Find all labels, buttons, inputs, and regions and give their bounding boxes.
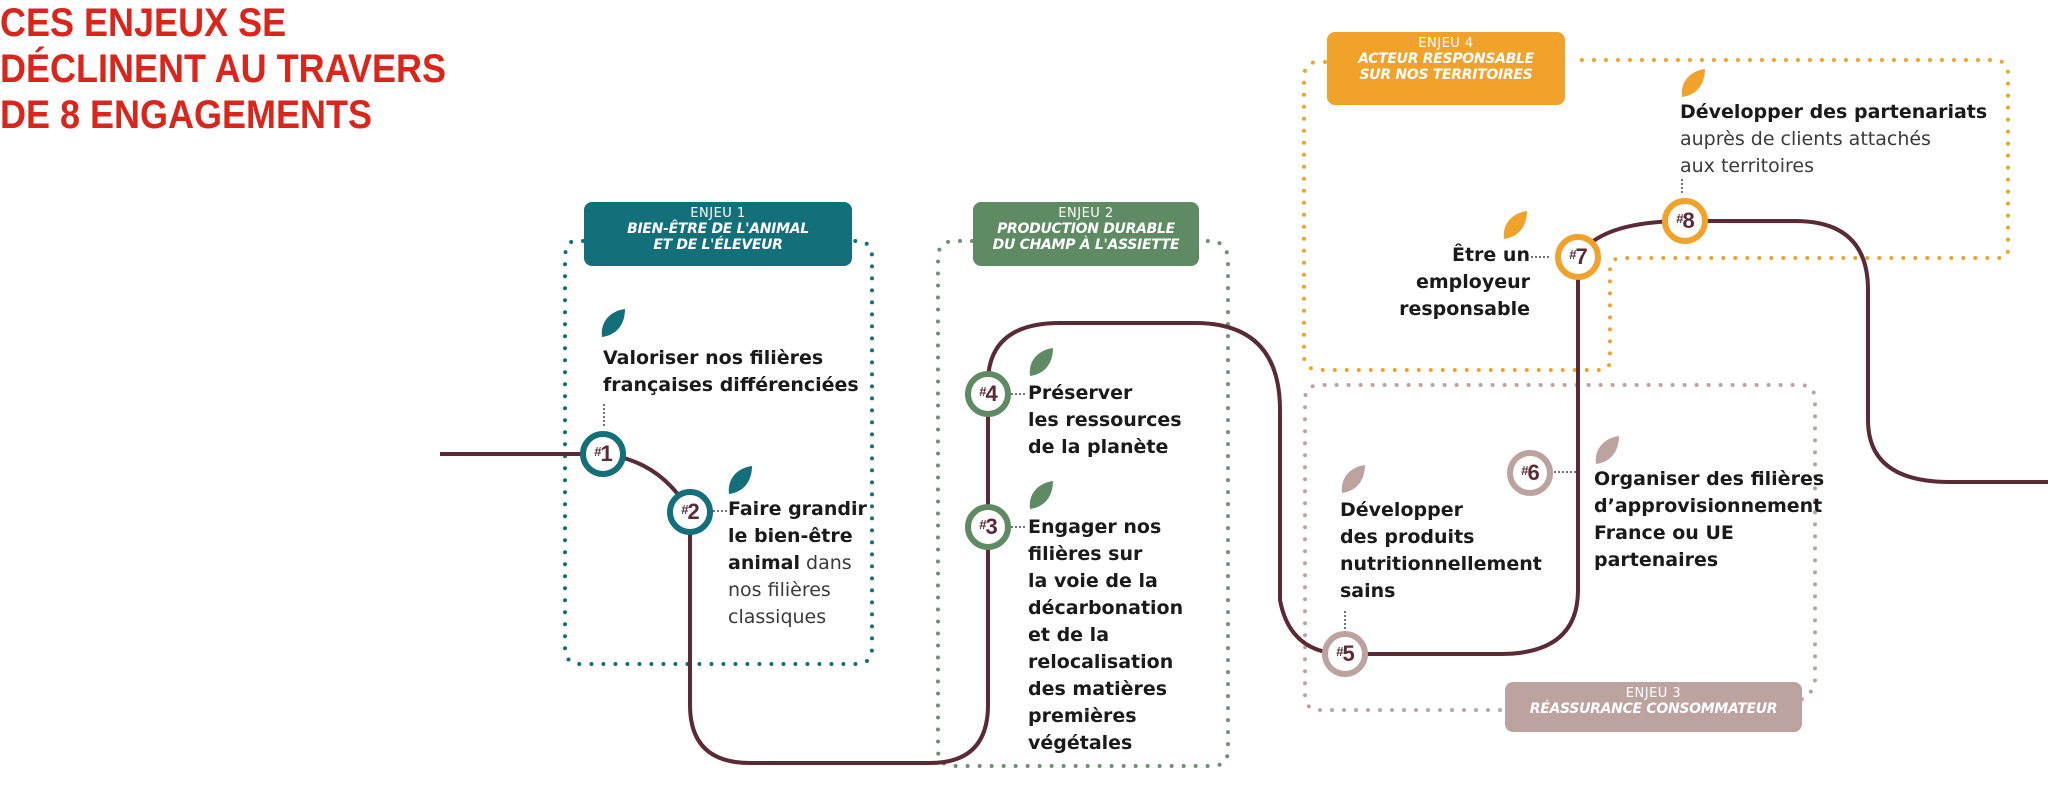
node-number: 2 [687,499,699,524]
text-line: la voie de la [1028,570,1158,592]
engagement-node-2[interactable]: #2 [667,489,713,535]
text-line: Développer des partenariats [1680,101,1988,123]
node-number: 1 [600,441,612,466]
text-line: aux territoires [1680,155,1815,177]
text-line: auprès de clients attachés [1680,128,1931,150]
text-line: Développer [1340,499,1463,521]
engagement-6-text: Organiser des filières d’approvisionneme… [1594,466,1824,574]
text-line: employeur [1415,271,1530,293]
text-line: Préserver [1028,382,1133,404]
enjeu-number: ENJEU 2 [1058,206,1114,221]
leaf-icon [1681,69,1705,97]
node-hash: # [594,444,601,459]
node-hash: # [979,384,986,399]
engagement-node-3[interactable]: #3 [965,504,1011,550]
text-line: premières [1028,705,1137,727]
text-line: Être un [1452,244,1530,266]
leaf-icon [601,309,625,337]
enjeu2-frame [936,239,1230,768]
engagement-3-text: Engager nos filières sur la voie de la d… [1028,514,1183,757]
engagement-node-6[interactable]: #6 [1507,450,1553,496]
leaf-icon [728,466,752,494]
enjeu-name: ACTEUR RESPONSABLE [1358,51,1534,67]
text-line: françaises différenciées [603,374,859,396]
leaf-icon [1029,348,1053,376]
enjeu-3-tag: ENJEU 3 RÉASSURANCE CONSOMMATEUR [1505,682,1802,732]
engagement-1-text: Valoriser nos filières françaises différ… [603,345,859,399]
title-line: CES ENJEUX SE [0,1,287,45]
text-line: partenaires [1594,549,1719,571]
text-line: sains [1340,580,1396,602]
text-line: France ou UE [1594,522,1734,544]
engagement-node-5[interactable]: #5 [1322,631,1368,677]
enjeu-1-tag: ENJEU 1 BIEN-ÊTRE DE L'ANIMAL ET DE L'ÉL… [584,202,852,266]
enjeu-name: DU CHAMP À L'ASSIETTE [992,237,1180,253]
text-line: des produits [1340,526,1475,548]
node-hash: # [1676,211,1683,226]
node-number: 8 [1682,208,1694,233]
node-number: 4 [985,381,997,406]
text-line: d’approvisionnement [1594,495,1823,517]
text-line: nos filières [728,579,831,601]
title-line: DE 8 ENGAGEMENTS [0,93,373,137]
text-line: nutritionnellement [1340,553,1542,575]
node-hash: # [1569,247,1576,262]
engagement-4-text: Préserver les ressources de la planète [1028,380,1182,461]
engagement-node-4[interactable]: #4 [965,371,1011,417]
enjeu-2-tag: ENJEU 2 PRODUCTION DURABLE DU CHAMP À L'… [973,202,1199,266]
engagement-5-text: Développer des produits nutritionnelleme… [1340,497,1542,605]
node-number: 5 [1342,641,1354,666]
engagement-7-text: Être un employeur responsable [1360,242,1530,323]
node-number: 3 [985,514,997,539]
engagement-8-text: Développer des partenariats auprès de cl… [1680,99,1987,180]
text-line: dans [806,552,852,574]
text-line: animal [728,552,800,574]
enjeu-name: ET DE L'ÉLEVEUR [653,237,783,253]
text-line: Organiser des filières [1594,468,1825,490]
engagement-2-text: Faire grandir le bien-être animal dans n… [728,496,867,631]
text-line: végétales [1028,732,1133,754]
node-number: 6 [1527,460,1539,485]
enjeu-4-tag: ENJEU 4 ACTEUR RESPONSABLE SUR NOS TERRI… [1327,32,1565,105]
engagement-node-8[interactable]: #8 [1662,198,1708,244]
text-line: filières sur [1028,543,1143,565]
text-line: Faire grandir [728,498,867,520]
enjeu-name: PRODUCTION DURABLE [997,221,1175,237]
leaf-icon [1341,465,1365,493]
enjeu-name: BIEN-ÊTRE DE L'ANIMAL [627,221,809,237]
text-line: responsable [1399,298,1530,320]
enjeu-number: ENJEU 1 [690,206,746,221]
enjeu-number: ENJEU 4 [1418,36,1474,51]
text-line: classiques [728,606,827,628]
text-line: et de la [1028,624,1110,646]
enjeu-number: ENJEU 3 [1625,686,1682,701]
enjeu-name: RÉASSURANCE CONSOMMATEUR [1529,701,1778,717]
text-line: Engager nos [1028,516,1162,538]
title-line: DÉCLINENT AU TRAVERS [0,47,447,91]
node-hash: # [979,517,986,532]
leaf-icon [1029,481,1053,509]
node-hash: # [1336,644,1343,659]
engagement-node-7[interactable]: #7 [1555,234,1601,280]
engagement-path [440,219,2048,765]
node-hash: # [1521,463,1528,478]
text-line: Valoriser nos filières [603,347,824,369]
text-line: le bien-être [728,525,853,547]
leaf-icon [1595,436,1619,464]
node-number: 7 [1575,244,1587,269]
text-line: des matières [1028,678,1168,700]
enjeu-name: SUR NOS TERRITOIRES [1359,67,1533,83]
text-line: relocalisation [1028,651,1174,673]
text-line: les ressources [1028,409,1182,431]
engagement-node-1[interactable]: #1 [580,431,626,477]
node-hash: # [681,502,688,517]
leaf-icon [1503,211,1527,239]
text-line: de la planète [1028,436,1169,458]
section-title: CES ENJEUX SE DÉCLINENT AU TRAVERS DE 8 … [0,0,1843,138]
text-line: décarbonation [1028,597,1184,619]
